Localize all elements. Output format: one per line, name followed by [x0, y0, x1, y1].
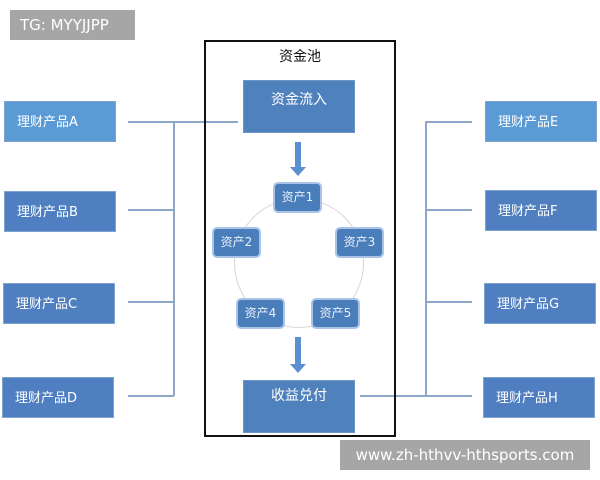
fund-pool-frame: [204, 40, 396, 437]
product-e: 理财产品E: [485, 101, 597, 142]
asset-3: 资产3: [335, 227, 384, 258]
connector-right-trunk: [425, 121, 427, 396]
product-h: 理财产品H: [483, 377, 595, 418]
arrow-down-head-icon: [290, 364, 306, 373]
product-b: 理财产品B: [4, 191, 116, 232]
product-f: 理财产品F: [485, 190, 597, 231]
connector-c: [128, 301, 174, 303]
asset-4: 资产4: [236, 298, 285, 329]
connector-g: [425, 301, 472, 303]
product-d: 理财产品D: [2, 377, 114, 418]
connector-b: [128, 209, 174, 211]
connector-d: [128, 395, 174, 397]
arrow-down-icon: [295, 142, 301, 168]
product-g: 理财产品G: [484, 283, 596, 324]
watermark-top: TG: MYYJJPP: [10, 10, 135, 40]
arrow-down-head-icon: [290, 167, 306, 176]
asset-2: 资产2: [212, 227, 261, 258]
connector-h: [360, 395, 472, 397]
product-c: 理财产品C: [3, 283, 115, 324]
connector-a: [128, 121, 238, 123]
connector-left-trunk: [173, 122, 175, 396]
asset-1: 资产1: [273, 182, 322, 213]
fund-pool-title: 资金池: [279, 49, 321, 65]
connector-e: [425, 121, 472, 123]
asset-5: 资产5: [311, 298, 360, 329]
arrow-down-icon: [295, 337, 301, 365]
payout-box: 收益兑付: [243, 380, 355, 433]
product-a: 理财产品A: [4, 101, 116, 142]
connector-f: [425, 209, 472, 211]
watermark-bottom: www.zh-hthvv-hthsports.com: [340, 440, 590, 470]
fund-inflow-box: 资金流入: [243, 80, 355, 133]
